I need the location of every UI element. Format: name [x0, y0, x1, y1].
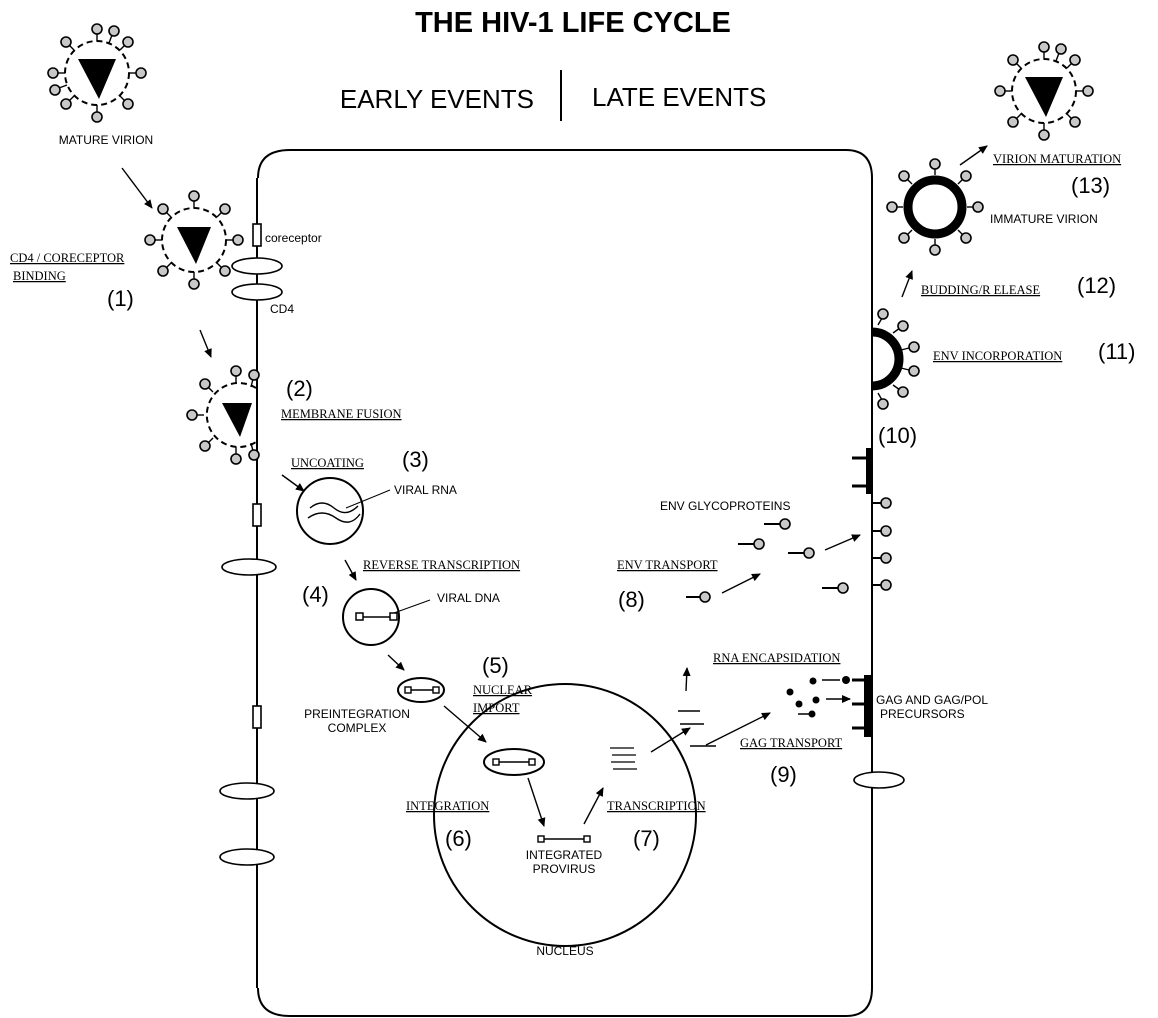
- step-9-label: GAG TRANSPORT: [740, 736, 843, 750]
- cd4-receptor: [222, 559, 276, 575]
- arrow: [200, 330, 211, 357]
- late-events-header: LATE EVENTS: [592, 82, 766, 112]
- arrow: [960, 146, 987, 165]
- dna-end: [405, 687, 411, 693]
- dna-end: [529, 759, 535, 765]
- arrow: [902, 271, 912, 297]
- rna-encapsidation-label: RNA ENCAPSIDATION: [713, 651, 840, 665]
- coreceptor-protein: [253, 706, 261, 728]
- diagram-title: THE HIV-1 LIFE CYCLE: [415, 7, 731, 39]
- arrow: [686, 668, 687, 691]
- coreceptor-protein: [253, 224, 261, 246]
- coreceptor-label: coreceptor: [265, 231, 322, 245]
- dna-end: [390, 613, 397, 620]
- immature-virion-icon: [887, 159, 983, 255]
- env-glycoprotein-icon: [686, 592, 710, 602]
- step-3-label: UNCOATING: [291, 456, 364, 470]
- dna-end: [584, 836, 590, 842]
- step-4-number: (4): [302, 582, 329, 607]
- step-10-number: (10): [878, 423, 917, 448]
- dna-end: [433, 687, 439, 693]
- gag-precursors-label: GAG AND GAG/POL: [876, 693, 988, 707]
- gag-precursors-label-line2: PRECURSORS: [880, 707, 965, 721]
- step-3-number: (3): [402, 447, 429, 472]
- cd4-receptor: [220, 783, 274, 799]
- cd4-receptor: [232, 258, 282, 274]
- step-7-number: (7): [633, 826, 660, 851]
- arrow: [528, 778, 544, 826]
- membrane-gag-patch-icon: [852, 448, 872, 494]
- step-5-number: (5): [482, 653, 509, 678]
- env-glycoprotein-icon: [738, 539, 764, 549]
- arrow: [825, 535, 860, 550]
- arrow: [122, 168, 152, 208]
- mrna-transcripts-icon: [610, 748, 637, 769]
- early-events-header: EARLY EVENTS: [340, 84, 534, 114]
- arrow: [722, 574, 760, 593]
- step-1-label-line2: BINDING: [13, 269, 66, 283]
- step-12-number: (12): [1077, 273, 1116, 298]
- env-glycoproteins-label: ENV GLYCOPROTEINS: [660, 499, 790, 513]
- step-11-label: ENV INCORPORATION: [933, 349, 1062, 363]
- integrated-provirus-label: INTEGRATED: [526, 848, 603, 862]
- env-glycoprotein-icon: [788, 548, 814, 558]
- membrane-env-icon: [872, 498, 891, 590]
- step-1-number: (1): [107, 286, 134, 311]
- cd4-receptor: [232, 284, 282, 300]
- fusing-virion-icon: [187, 366, 259, 464]
- cd4-receptor: [220, 849, 274, 865]
- preintegration-label-line2: COMPLEX: [328, 721, 387, 735]
- cd4-receptor: [854, 772, 904, 788]
- env-glycoprotein-icon: [764, 519, 790, 529]
- step-8-label: ENV TRANSPORT: [617, 558, 718, 572]
- nucleus: [434, 684, 696, 946]
- arrow: [388, 655, 404, 670]
- cd4-label: CD4: [270, 302, 294, 316]
- integrated-provirus-label-line2: PROVIRUS: [533, 862, 596, 876]
- mature-virion-icon: [995, 42, 1093, 140]
- mature-virion-label: MATURE VIRION: [59, 133, 153, 147]
- dna-end: [493, 759, 499, 765]
- arrow: [584, 788, 603, 824]
- cell-membrane: [258, 150, 872, 1016]
- viral-rna-label: VIRAL RNA: [394, 483, 457, 497]
- binding-virion-icon: [145, 191, 243, 289]
- preintegration-label: PREINTEGRATION: [304, 707, 410, 721]
- dna-end: [538, 836, 544, 842]
- gag-precursor-icon: [787, 676, 851, 718]
- mature-virion-icon: [48, 24, 146, 122]
- step-7-label: TRANSCRIPTION: [607, 799, 706, 813]
- step-2-label: MEMBRANE FUSION: [281, 407, 402, 421]
- step-2-number: (2): [286, 376, 313, 401]
- step-6-label: INTEGRATION: [406, 799, 489, 813]
- env-glycoprotein-icon: [822, 583, 848, 593]
- budding-virion-icon: [872, 309, 919, 409]
- arrow: [345, 560, 356, 580]
- viral-dna-label: VIRAL DNA: [437, 591, 500, 605]
- pointer-line: [394, 600, 430, 613]
- viral-core-icon: [297, 478, 363, 544]
- nucleus-label: NUCLEUS: [536, 944, 593, 958]
- step-8-number: (8): [618, 587, 645, 612]
- step-11-number: (11): [1098, 339, 1136, 364]
- dna-end: [356, 613, 363, 620]
- immature-virion-label: IMMATURE VIRION: [990, 212, 1098, 226]
- step-13-label: VIRION MATURATION: [993, 152, 1121, 166]
- coreceptor-protein: [253, 504, 261, 526]
- step-9-number: (9): [770, 762, 797, 787]
- step-13-number: (13): [1071, 173, 1110, 198]
- step-6-number: (6): [445, 826, 472, 851]
- step-12-label: BUDDING/R ELEASE: [921, 283, 1040, 297]
- step-4-label: REVERSE TRANSCRIPTION: [363, 558, 520, 572]
- cytoplasmic-mrna-icon: [678, 711, 716, 746]
- step-1-label: CD4 / CORECEPTOR: [10, 251, 125, 265]
- arrow: [651, 728, 690, 752]
- arrow: [282, 475, 304, 491]
- membrane-gag-patch-icon: [852, 675, 871, 737]
